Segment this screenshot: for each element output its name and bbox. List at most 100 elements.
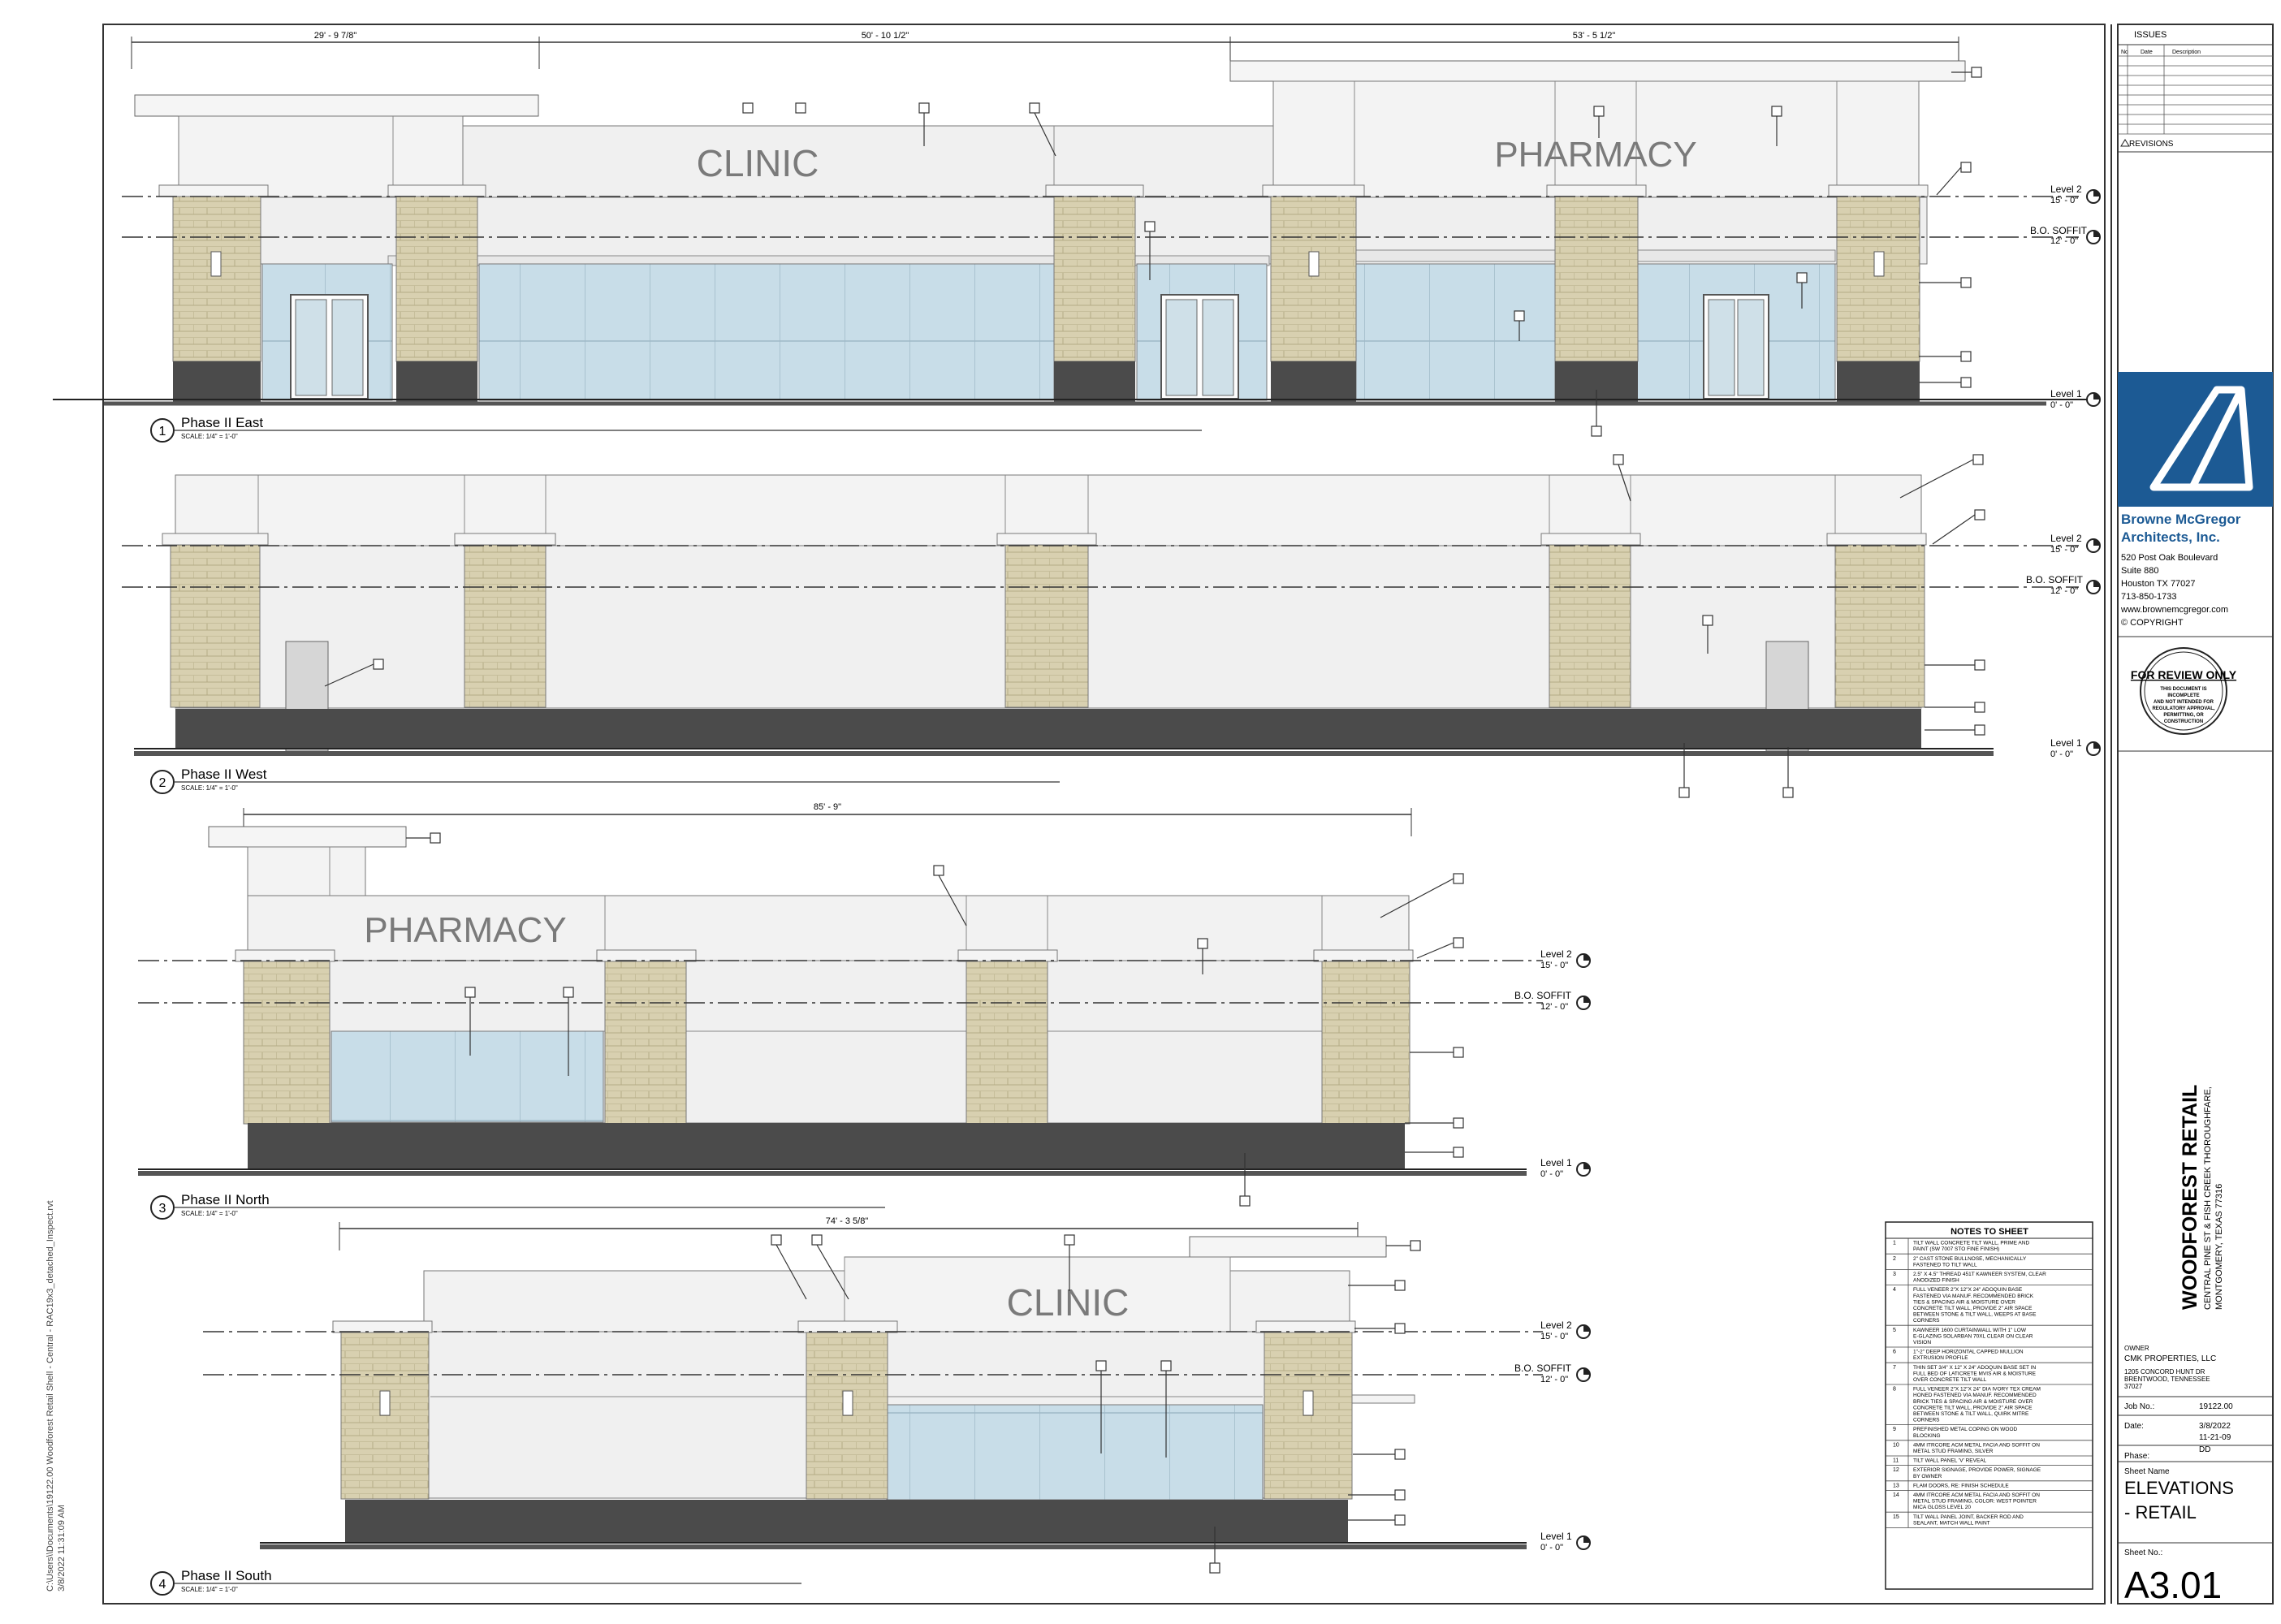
note-text: VISION	[1913, 1340, 1931, 1345]
svg-text:PERMITTING, OR: PERMITTING, OR	[2163, 713, 2204, 718]
svg-text:www.brownemcgregor.com: www.brownemcgregor.com	[2120, 605, 2228, 615]
view3-title: Phase II North	[181, 1192, 270, 1207]
view2-title: Phase II West	[181, 767, 267, 782]
note-text: TILT WALL PANEL JOINT, BACKER ROD AND	[1913, 1514, 2024, 1520]
issues-heading: ISSUES	[2134, 30, 2167, 40]
view1-scale: SCALE: 1/4" = 1'-0"	[181, 433, 238, 440]
view2-scale: SCALE: 1/4" = 1'-0"	[181, 784, 238, 792]
svg-text:B.O. SOFFIT: B.O. SOFFIT	[2030, 225, 2088, 236]
note-number: 7	[1893, 1365, 1896, 1371]
svg-text:© COPYRIGHT: © COPYRIGHT	[2121, 618, 2184, 628]
note-number: 5	[1893, 1328, 1896, 1333]
note-number: 15	[1893, 1514, 1899, 1520]
svg-text:11-21-09: 11-21-09	[2199, 1433, 2231, 1442]
owner-name: CMK PROPERTIES, LLC	[2124, 1354, 2216, 1363]
note-number: 3	[1893, 1272, 1896, 1277]
note-number: 13	[1893, 1483, 1899, 1488]
svg-text:15' - 0": 15' - 0"	[2050, 196, 2078, 205]
dim-east-3: 53' - 5 1/2"	[1573, 31, 1616, 41]
note-text: TILT WALL PANEL 'V' REVEAL	[1913, 1458, 1987, 1464]
note-number: 12	[1893, 1467, 1899, 1473]
note-number: 14	[1893, 1492, 1899, 1498]
note-text: HONED FASTENED VIA MANUF. RECOMMENDED	[1913, 1393, 2037, 1398]
view3-scale: SCALE: 1/4" = 1'-0"	[181, 1210, 238, 1217]
note-text: 2.5" X 4.5" THREAD 451T KAWNEER SYSTEM, …	[1913, 1272, 2046, 1277]
svg-text:BRENTWOOD, TENNESSEE: BRENTWOOD, TENNESSEE	[2124, 1376, 2210, 1383]
sheet-date: 3/8/2022	[2199, 1422, 2231, 1431]
south-elevation: 74' - 3 5/8" CLINIC Level 2 15' - 0" B.O…	[150, 1216, 1591, 1596]
view4-title: Phase II South	[181, 1568, 272, 1583]
svg-text:Level 1: Level 1	[1540, 1157, 1572, 1168]
svg-text:0' - 0": 0' - 0"	[1540, 1169, 1563, 1179]
svg-text:37027: 37027	[2124, 1383, 2143, 1390]
west-elevation: Level 2 15' - 0" B.O. SOFFIT 12' - 0" Le…	[122, 454, 2101, 798]
svg-text:Level 2: Level 2	[2050, 184, 2082, 195]
svg-text:Sheet No.:: Sheet No.:	[2124, 1548, 2162, 1557]
note-text: METAL STUD FRAMING, SILVER	[1913, 1449, 1994, 1454]
view4-number: 4	[159, 1578, 166, 1592]
svg-text:Level 2: Level 2	[2050, 533, 2082, 544]
note-text: MICA GLOSS LEVEL 20	[1913, 1505, 1971, 1510]
svg-text:INCOMPLETE: INCOMPLETE	[2167, 693, 2199, 698]
file-path-stamp: C:\Users\\Documents\19122.00 Woodforest …	[45, 1200, 67, 1592]
view1-title: Phase II East	[181, 415, 263, 430]
note-text: METAL STUD FRAMING, COLOR: WEST POINTER	[1913, 1499, 2037, 1505]
note-text: CORNERS	[1913, 1418, 1940, 1423]
view3-number: 3	[159, 1202, 166, 1216]
svg-text:Level 1: Level 1	[1540, 1531, 1572, 1542]
svg-text:Phase:: Phase:	[2124, 1452, 2149, 1461]
svg-text:B.O. SOFFIT: B.O. SOFFIT	[2026, 574, 2084, 585]
sheet-number: A3.01	[2124, 1564, 2222, 1606]
svg-text:No: No	[2121, 50, 2128, 55]
svg-text:0' - 0": 0' - 0"	[1540, 1543, 1563, 1553]
note-text: 4MM ITRCORE ACM METAL FACIA AND SOFFIT O…	[1913, 1442, 2040, 1448]
note-text: TIES & SPACING AIR & MOISTURE OVER	[1913, 1299, 2015, 1305]
svg-text:Sheet Name: Sheet Name	[2124, 1467, 2170, 1476]
svg-text:15' - 0": 15' - 0"	[1540, 1332, 1568, 1341]
svg-text:12' - 0": 12' - 0"	[2050, 236, 2078, 246]
svg-text:Description: Description	[2172, 50, 2201, 55]
note-text: 1"-2" DEEP HORIZONTAL CAPPED MULLION	[1913, 1350, 2024, 1355]
svg-text:THIS DOCUMENT IS: THIS DOCUMENT IS	[2160, 687, 2206, 692]
svg-text:Date: Date	[2141, 50, 2153, 55]
svg-text:520 Post Oak Boulevard: 520 Post Oak Boulevard	[2121, 553, 2218, 563]
note-text: TILT WALL CONCRETE TILT WALL, PRIME AND	[1913, 1241, 2029, 1246]
sheet-border	[102, 24, 2106, 1605]
pharmacy-sign-north: PHARMACY	[364, 910, 566, 950]
note-text: THIN SET 3/4" X 12" X 24" ADOQUIN BASE S…	[1913, 1365, 2036, 1371]
note-text: FULL BED OF LATICRETE MVIS AIR & MOISTUR…	[1913, 1371, 2037, 1376]
svg-text:1205 CONCORD HUNT DR: 1205 CONCORD HUNT DR	[2124, 1368, 2205, 1376]
note-text: FULL VENEER 2"X 12"X 24" ADOQUIN BASE	[1913, 1287, 2023, 1293]
svg-text:0' - 0": 0' - 0"	[2050, 749, 2073, 759]
revisions-label: REVISIONS	[2129, 140, 2174, 149]
sheet-name-1: ELEVATIONS	[2124, 1478, 2234, 1498]
firm-name-1: Browne McGregor	[2121, 512, 2241, 527]
dim-north-width: 85' - 9"	[814, 802, 841, 812]
notes-title: NOTES TO SHEET	[1951, 1227, 2028, 1237]
svg-text:OWNER: OWNER	[2124, 1345, 2149, 1352]
note-text: EXTRUSION PROFILE	[1913, 1355, 1968, 1361]
svg-text:Suite 880: Suite 880	[2121, 566, 2158, 576]
note-text: FLAM DOORS, RE: FINISH SCHEDULE	[1913, 1483, 2009, 1488]
note-number: 10	[1893, 1442, 1899, 1448]
note-text: CONCRETE TILT WALL, PROVIDE 2" AIR SPACE	[1913, 1306, 2033, 1311]
note-text: PREFINISHED METAL COPING ON WOOD	[1913, 1427, 2018, 1432]
note-number: 4	[1893, 1287, 1896, 1293]
svg-text:0' - 0": 0' - 0"	[2050, 400, 2073, 410]
svg-text:CONSTRUCTION: CONSTRUCTION	[2164, 719, 2203, 724]
svg-text:Date:: Date:	[2124, 1422, 2144, 1431]
note-text: BLOCKING	[1913, 1433, 1941, 1439]
note-text: BETWEEN STONE & TILT WALL, WEEPS AT BASE	[1913, 1312, 2037, 1318]
clinic-sign-east: CLINIC	[697, 142, 819, 184]
svg-text:B.O. SOFFIT: B.O. SOFFIT	[1514, 1363, 1572, 1374]
note-text: FULL VENEER 2"X 12"X 24" DIA IVORY TEX C…	[1913, 1387, 2041, 1393]
note-text: FASTENED TO TILT WALL	[1913, 1262, 1977, 1268]
note-text: OVER CONCRETE TILT WALL	[1913, 1377, 1987, 1383]
svg-text:B.O. SOFFIT: B.O. SOFFIT	[1514, 990, 1572, 1001]
note-number: 2	[1893, 1256, 1896, 1262]
svg-text:Houston TX 77027: Houston TX 77027	[2121, 579, 2196, 589]
note-number: 8	[1893, 1387, 1896, 1393]
dim-east-1: 29' - 9 7/8"	[314, 31, 357, 41]
note-number: 1	[1893, 1241, 1896, 1246]
